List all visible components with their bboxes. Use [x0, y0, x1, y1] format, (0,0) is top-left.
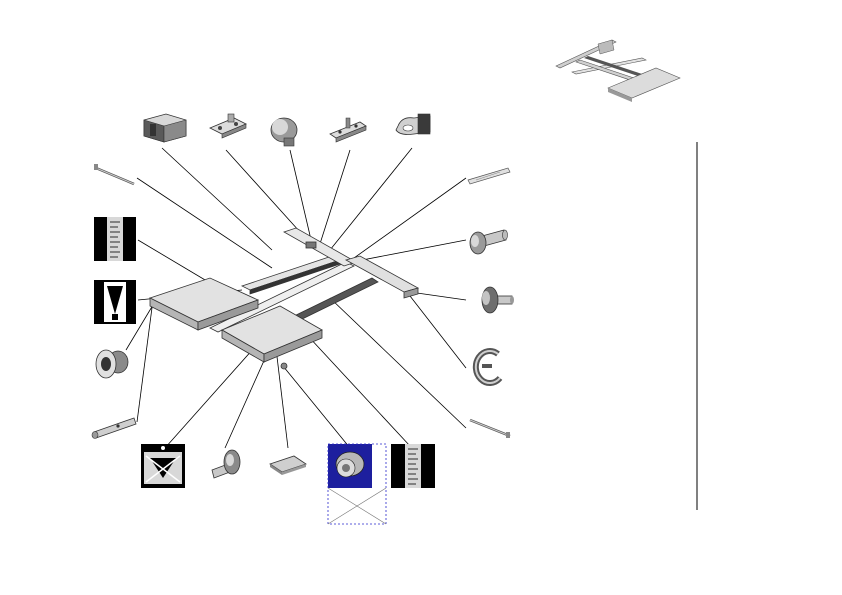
main-assembly [148, 227, 420, 370]
block-cover-icon[interactable] [143, 113, 187, 143]
warning-label-icon[interactable] [94, 280, 136, 324]
caution-label-icon[interactable] [141, 444, 185, 488]
lever-clip-icon[interactable] [395, 113, 431, 135]
mounting-bracket-icon[interactable] [209, 113, 247, 139]
shaft-pin-icon[interactable] [91, 417, 137, 439]
thin-rod-right-icon[interactable] [469, 418, 511, 438]
pad-plate-icon[interactable] [269, 455, 307, 475]
thin-rod-left-icon[interactable] [94, 164, 135, 186]
pin-bolt-icon[interactable] [469, 229, 508, 255]
bushing-selected-icon[interactable] [327, 443, 387, 525]
shoulder-screw-icon[interactable] [211, 449, 241, 479]
scale-label-icon[interactable] [94, 217, 136, 261]
assembly-overview-thumbnail [555, 39, 681, 102]
e-ring-clip-icon[interactable] [472, 348, 503, 386]
scale-label-2-icon[interactable] [391, 444, 435, 488]
knob-cap-icon[interactable] [270, 117, 298, 147]
flanged-screw-icon[interactable] [481, 286, 514, 314]
leader-lines [125, 147, 467, 449]
slotted-bracket-icon[interactable] [329, 117, 367, 143]
flange-bushing-icon[interactable] [95, 349, 129, 379]
rail-strip-right-icon[interactable] [467, 167, 511, 185]
